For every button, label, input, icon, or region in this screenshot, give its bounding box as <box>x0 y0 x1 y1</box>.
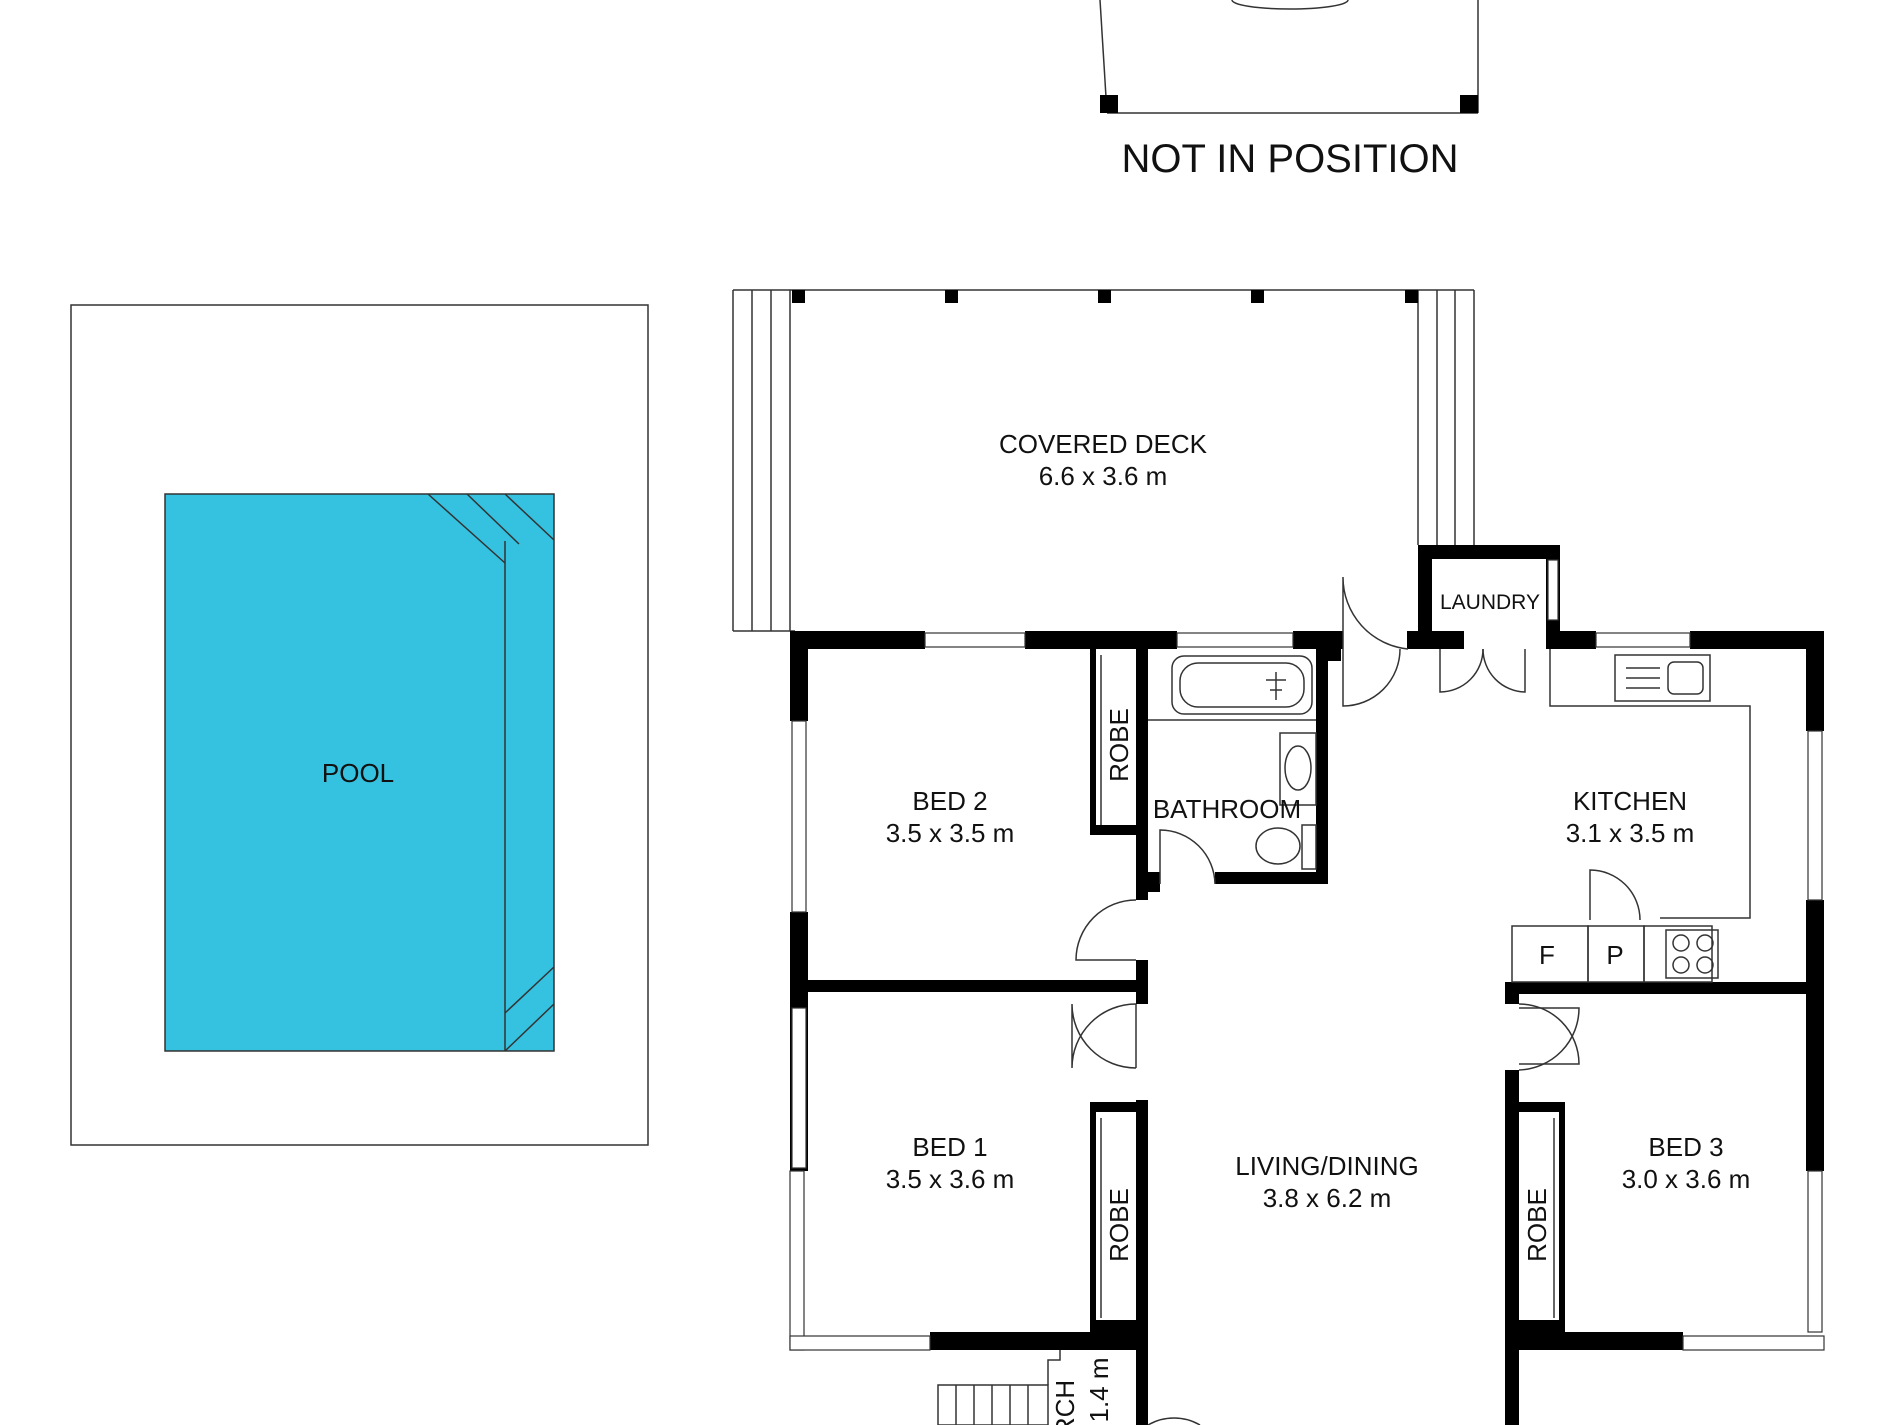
doors <box>1071 576 1641 1425</box>
kitchen-size: 3.1 x 3.5 m <box>1566 818 1695 848</box>
bathroom-fixtures <box>1148 655 1317 870</box>
pool-surround <box>70 304 649 1146</box>
bed2-name: BED 2 <box>912 786 987 816</box>
robe-lines <box>1100 655 1555 1318</box>
pool-label: POOL <box>322 758 394 788</box>
bathroom-label: BATHROOM <box>1153 794 1301 824</box>
robe-bed2-label: ROBE <box>1104 708 1134 782</box>
robe-bed1-label: ROBE <box>1104 1188 1134 1262</box>
porch-size: 1.4 m <box>1084 1357 1114 1422</box>
covered-deck <box>732 289 1475 632</box>
living-dining-size: 3.8 x 6.2 m <box>1263 1183 1392 1213</box>
detached-structure <box>1099 0 1479 114</box>
interior-walls <box>808 649 1806 1425</box>
pantry-label: P <box>1606 940 1623 970</box>
living-dining-name: LIVING/DINING <box>1235 1151 1418 1181</box>
windows <box>789 559 1825 1351</box>
bed1-size: 3.5 x 3.6 m <box>886 1164 1015 1194</box>
pool-steps <box>427 493 555 1052</box>
robe-bed3-label: ROBE <box>1522 1188 1552 1262</box>
porch-steps <box>937 1350 1061 1425</box>
bed3-name: BED 3 <box>1648 1132 1723 1162</box>
porch-name: RCH <box>1050 1380 1080 1425</box>
pool <box>164 493 555 1052</box>
covered-deck-size: 6.6 x 3.6 m <box>1039 461 1168 491</box>
bed2-size: 3.5 x 3.5 m <box>886 818 1015 848</box>
kitchen-fixtures <box>1511 649 1751 983</box>
not-in-position-label: NOT IN POSITION <box>1121 137 1458 181</box>
kitchen-name: KITCHEN <box>1573 786 1687 816</box>
covered-deck-name: COVERED DECK <box>999 429 1208 459</box>
bed3-size: 3.0 x 3.6 m <box>1622 1164 1751 1194</box>
laundry-label: LAUNDRY <box>1440 591 1540 614</box>
fridge-label: F <box>1539 940 1555 970</box>
bed1-name: BED 1 <box>912 1132 987 1162</box>
